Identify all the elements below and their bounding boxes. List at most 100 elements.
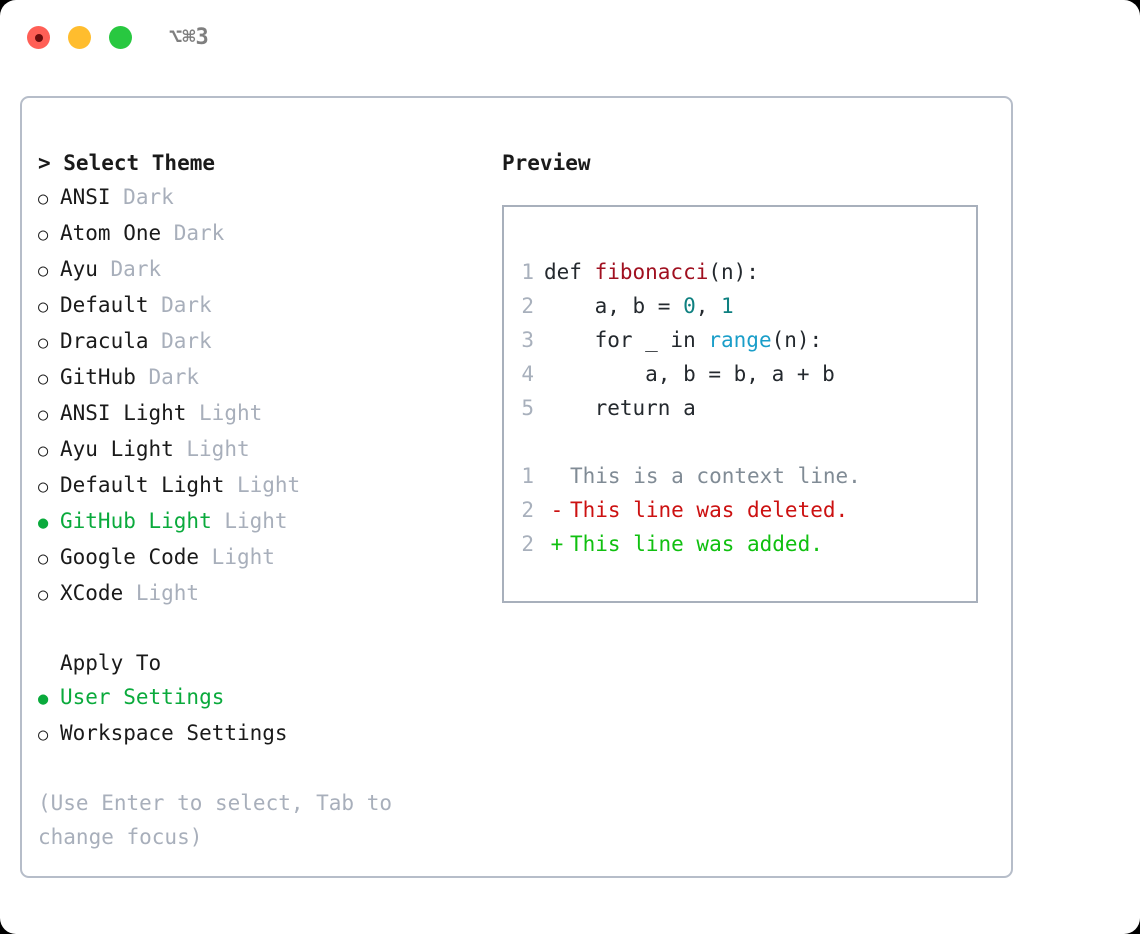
- code-line: 3 for _ in range(n):: [504, 323, 976, 357]
- code-line-content: return a: [544, 391, 696, 425]
- code-line-number: 5: [521, 396, 534, 420]
- theme-variant-tag: Dark: [161, 293, 212, 317]
- code-line: 4 a, b = b, a + b: [504, 357, 976, 391]
- theme-variant-tag: Light: [236, 473, 301, 497]
- apply-to-header: Apply To: [60, 651, 162, 675]
- theme-variant-tag: Dark: [110, 257, 162, 281]
- code-token-plain: (n):: [771, 328, 823, 352]
- theme-variant-tag: Dark: [148, 365, 200, 389]
- theme-option-label: ANSI: [60, 185, 111, 209]
- diff-line-content: This is a context line.: [570, 464, 861, 488]
- keyboard-hint: (Use Enter to select, Tab to change focu…: [38, 791, 393, 849]
- radio-unselected-icon: ○: [38, 441, 49, 461]
- code-line-content: a, b = 0, 1: [544, 289, 734, 323]
- radio-unselected-icon: ○: [38, 725, 49, 745]
- minimize-button[interactable]: [68, 26, 91, 49]
- code-line-content: def fibonacci(n):: [544, 255, 759, 289]
- radio-unselected-icon: ○: [38, 369, 49, 389]
- code-line: 2 a, b = 0, 1: [504, 289, 976, 323]
- theme-option-label: Ayu Light: [60, 437, 174, 461]
- diff-line: 2-This line was deleted.: [504, 493, 976, 527]
- keyboard-shortcut-label: ⌥⌘3: [169, 25, 209, 50]
- apply-to-option[interactable]: ○ Workspace Settings: [38, 716, 498, 752]
- diff-line-content: This line was deleted.: [570, 498, 849, 522]
- diff-line-number: 2: [521, 498, 534, 522]
- theme-option[interactable]: ○ GitHub Dark: [38, 360, 498, 396]
- radio-unselected-icon: ○: [38, 297, 49, 317]
- radio-unselected-icon: ○: [38, 225, 49, 245]
- title-bar: ⌥⌘3: [0, 0, 1140, 78]
- theme-option-label: GitHub Light: [60, 509, 212, 533]
- code-token-plain: return a: [544, 396, 696, 420]
- theme-option-label: Google Code: [60, 545, 200, 569]
- diff-sample: 1 This is a context line.2-This line was…: [504, 459, 976, 561]
- radio-unselected-icon: ○: [38, 189, 49, 209]
- code-line-number: 3: [521, 328, 534, 352]
- apply-to-option[interactable]: ● User Settings: [38, 680, 498, 716]
- code-token-plain: a, b = b, a + b: [544, 362, 835, 386]
- theme-variant-tag: Light: [186, 437, 250, 461]
- radio-unselected-icon: ○: [38, 405, 49, 425]
- theme-option-label: GitHub: [60, 365, 136, 389]
- theme-option[interactable]: ○ Default Dark: [38, 288, 498, 324]
- diff-line: 1 This is a context line.: [504, 459, 976, 493]
- diff-marker: [544, 459, 570, 493]
- diff-marker: +: [550, 532, 564, 556]
- diff-line-number: 1: [521, 464, 534, 488]
- apply-to-list[interactable]: ● User Settings ○ Workspace Settings: [38, 680, 498, 752]
- diff-line-content: This line was added.: [570, 532, 823, 556]
- theme-variant-tag: Light: [199, 401, 263, 425]
- diff-line-number: 2: [521, 532, 534, 556]
- code-token-number: 1: [721, 294, 734, 318]
- radio-selected-icon: ●: [38, 513, 49, 533]
- apply-to-option-label: User Settings: [60, 685, 225, 709]
- radio-unselected-icon: ○: [38, 549, 49, 569]
- radio-unselected-icon: ○: [38, 477, 49, 497]
- code-token-plain: (n):: [708, 260, 759, 284]
- theme-option-label: Atom One: [60, 221, 162, 245]
- preview-title: Preview: [502, 151, 591, 175]
- theme-option-label: ANSI Light: [60, 401, 187, 425]
- theme-option[interactable]: ○ ANSI Light Light: [38, 396, 498, 432]
- traffic-lights: [27, 26, 132, 49]
- radio-unselected-icon: ○: [38, 585, 49, 605]
- code-token-plain: def: [544, 260, 595, 284]
- code-line-number: 4: [521, 362, 534, 386]
- code-line: 1 def fibonacci(n):: [504, 255, 976, 289]
- theme-option-label: XCode: [60, 581, 124, 605]
- code-token-function: fibonacci: [594, 260, 709, 284]
- theme-option[interactable]: ○ ANSI Dark: [38, 180, 498, 216]
- radio-unselected-icon: ○: [38, 333, 49, 353]
- select-theme-header: > Select Theme: [38, 151, 216, 175]
- code-token-number: 0: [683, 294, 696, 318]
- code-token-plain: ,: [695, 294, 722, 318]
- maximize-button[interactable]: [109, 26, 132, 49]
- close-button[interactable]: [27, 26, 50, 49]
- theme-option[interactable]: ○ Ayu Light Light: [38, 432, 498, 468]
- code-line-number: 1: [521, 260, 534, 284]
- theme-variant-tag: Dark: [123, 185, 174, 209]
- code-token-plain: a, b =: [544, 294, 684, 318]
- diff-line: 2 +This line was added.: [504, 527, 976, 561]
- code-line-content: for _ in range(n):: [544, 323, 823, 357]
- radio-selected-icon: ●: [38, 689, 49, 709]
- code-line-number: 2: [521, 294, 534, 318]
- theme-option-label: Default: [60, 293, 149, 317]
- diff-marker: -: [550, 498, 564, 522]
- apply-to-option-label: Workspace Settings: [60, 721, 288, 745]
- radio-unselected-icon: ○: [38, 261, 49, 281]
